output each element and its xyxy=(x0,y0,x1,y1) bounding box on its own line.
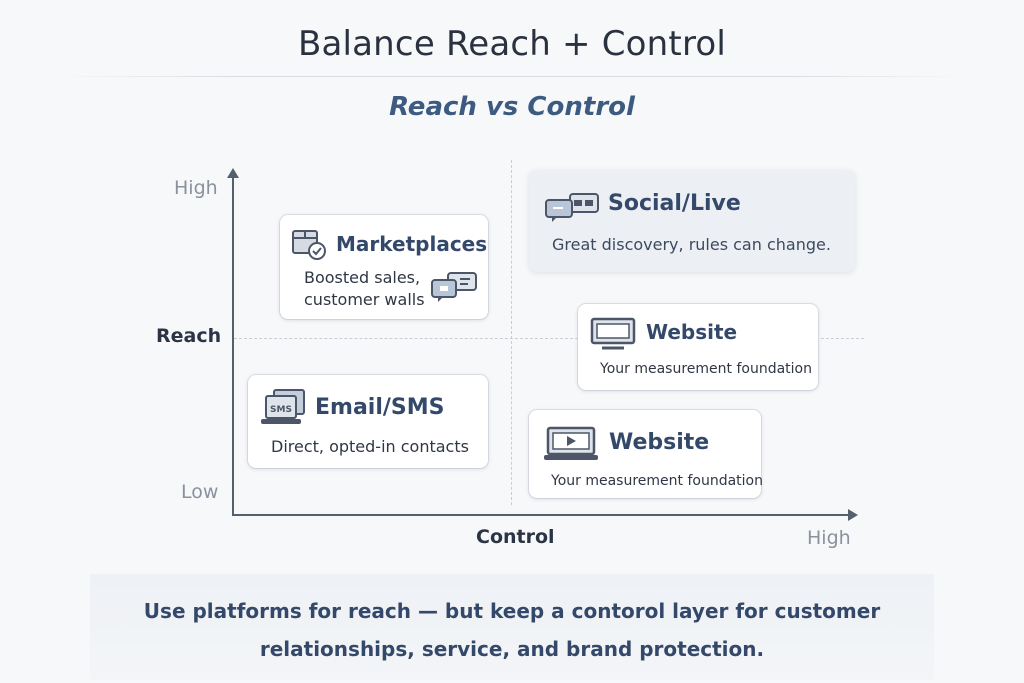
card-social-live: Social/Live Great discovery, rules can c… xyxy=(529,170,855,272)
x-axis-arrow-icon xyxy=(848,509,858,521)
card-website-upper-title: Website xyxy=(646,320,738,344)
y-axis-arrow-icon xyxy=(227,168,239,178)
y-axis-title: Reach xyxy=(156,325,222,347)
y-axis-line xyxy=(232,175,234,516)
card-marketplaces: Marketplaces Boosted sales, customer wal… xyxy=(280,215,488,319)
x-high-label: High xyxy=(807,527,851,549)
footer-line-2: relationships, service, and brand protec… xyxy=(259,637,765,661)
x-axis-line xyxy=(232,514,850,516)
card-marketplaces-desc-line2: customer walls xyxy=(304,290,425,309)
card-website-lower-desc: Your measurement foundation xyxy=(551,473,763,489)
quadrant-divider-horizontal xyxy=(234,338,864,339)
page-title: Balance Reach + Control xyxy=(297,24,727,64)
chat-bubbles-icon xyxy=(544,192,600,226)
sms-laptop-icon: SMS xyxy=(260,389,308,431)
card-email-sms-title: Email/SMS xyxy=(315,395,445,420)
chat-bubbles-icon xyxy=(430,272,480,306)
y-high-label: High xyxy=(174,177,218,199)
footer-line-1: Use platforms for reach — but keep a con… xyxy=(143,599,881,623)
monitor-icon xyxy=(590,317,636,355)
video-laptop-icon xyxy=(543,426,599,466)
card-social-live-title: Social/Live xyxy=(608,191,741,216)
card-website-lower: Website Your measurement foundation xyxy=(529,410,763,498)
title-divider xyxy=(60,76,964,77)
footer-note-panel: Use platforms for reach — but keep a con… xyxy=(90,574,934,680)
quadrant-divider-vertical xyxy=(511,160,512,505)
footer-note: Use platforms for reach — but keep a con… xyxy=(90,592,934,668)
card-marketplaces-desc-line1: Boosted sales, xyxy=(304,268,421,287)
card-website-upper: Website Your measurement foundation xyxy=(578,304,818,390)
package-check-icon xyxy=(291,227,327,265)
card-email-sms: SMS Email/SMS Direct, opted-in contacts xyxy=(248,375,488,468)
svg-text:SMS: SMS xyxy=(270,405,292,415)
x-axis-title: Control xyxy=(476,526,555,548)
card-website-upper-desc: Your measurement foundation xyxy=(600,361,812,377)
card-social-live-desc: Great discovery, rules can change. xyxy=(552,235,831,254)
card-website-lower-title: Website xyxy=(609,430,710,455)
card-email-sms-desc: Direct, opted-in contacts xyxy=(271,437,469,456)
y-low-label: Low xyxy=(181,481,219,503)
card-marketplaces-title: Marketplaces xyxy=(336,232,488,256)
diagram-subtitle: Reach vs Control xyxy=(389,92,635,122)
